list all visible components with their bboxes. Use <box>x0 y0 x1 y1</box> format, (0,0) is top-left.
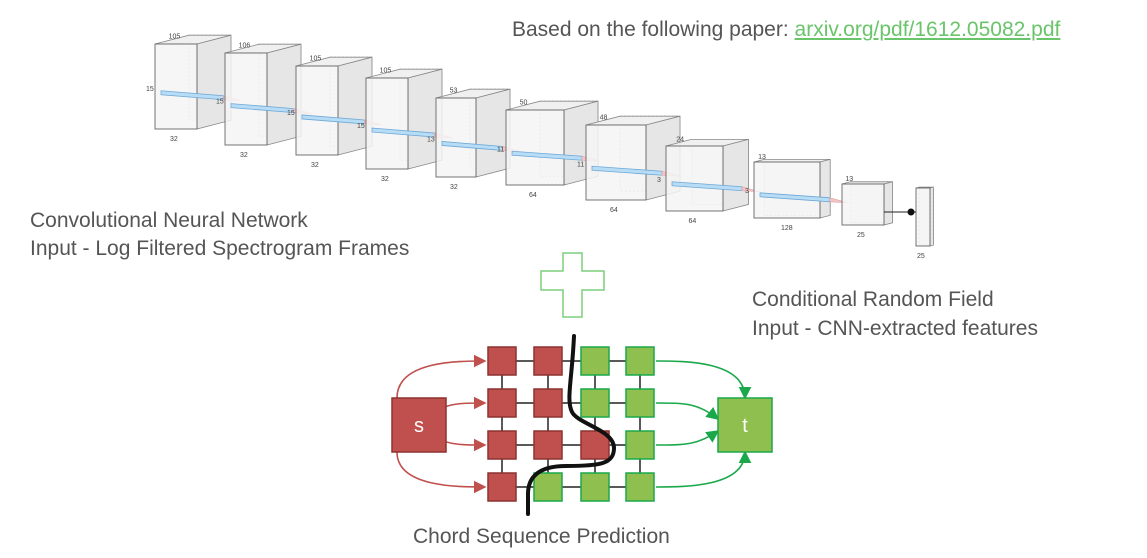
layer-width-label: 64 <box>689 218 697 225</box>
cnn-layer: 13 25 <box>841 176 893 239</box>
layer-height-label: 11 <box>497 146 504 153</box>
layer-depth-label: 13 <box>845 176 853 183</box>
crf-node <box>533 472 563 502</box>
layer-width-label: 25 <box>917 253 925 260</box>
layer-depth-label: 53 <box>450 87 458 94</box>
crf-node <box>625 388 655 418</box>
layer-width-label: 32 <box>381 176 389 183</box>
cnn-layer: 105 15 32 <box>357 67 453 183</box>
layer-width-label: 32 <box>450 184 458 191</box>
layer-height-label: 15 <box>216 99 224 106</box>
layer-depth-label: 13 <box>758 154 766 161</box>
source-prefix: Based on the following paper: <box>512 18 795 41</box>
layer-width-label: 64 <box>529 192 537 199</box>
sink-node <box>717 397 773 453</box>
cnn-layer: 105 15 32 <box>146 33 242 143</box>
layer-height-label: 3 <box>657 177 661 184</box>
cnn-layer: 105 15 32 <box>287 55 383 169</box>
layer-width-label: 32 <box>311 162 319 169</box>
layer-depth-label: 105 <box>310 55 322 62</box>
layer-width-label: 64 <box>610 207 618 214</box>
caption: Chord Sequence Prediction <box>413 525 670 548</box>
layer-width-label: 25 <box>857 232 865 239</box>
paper-link[interactable]: arxiv.org/pdf/1612.05082.pdf <box>794 18 1061 41</box>
cnn-layer: 50 11 64 <box>497 99 601 199</box>
layer-height-label: 15 <box>146 86 154 93</box>
source-node-label: s <box>414 415 424 437</box>
cnn-subtitle: Input - Log Filtered Spectrogram Frames <box>30 237 410 260</box>
cnn-layer: 106 15 32 <box>216 42 312 159</box>
layer-depth-label: 48 <box>600 114 608 121</box>
crf-subtitle: Input - CNN-extracted features <box>752 317 1038 340</box>
layer-depth-label: 106 <box>239 42 251 49</box>
cnn-layer: 25 <box>915 186 934 260</box>
layer-width-label: 32 <box>170 136 178 143</box>
crf-node <box>487 388 517 418</box>
cnn-layer: 24 3 64 <box>657 136 761 225</box>
layer-width-label: 32 <box>240 152 248 159</box>
crf-node <box>580 346 610 376</box>
layer-height-label: 11 <box>577 161 584 168</box>
crf-node <box>533 346 563 376</box>
cnn-layer: 13 3 128 <box>745 154 849 232</box>
layer-depth-label: 105 <box>169 33 181 40</box>
crf-node <box>580 388 610 418</box>
min-cut-line <box>526 334 617 516</box>
crf-title: Conditional Random Field <box>752 288 994 311</box>
source-node <box>391 397 447 453</box>
crf-node <box>533 388 563 418</box>
crf-node <box>533 430 563 460</box>
output-dot <box>907 208 915 216</box>
layer-depth-label: 50 <box>520 99 528 106</box>
layer-height-label: 13 <box>427 136 435 143</box>
layer-height-label: 15 <box>357 123 365 130</box>
layer-height-label: 15 <box>287 110 295 117</box>
crf-node <box>625 346 655 376</box>
layer-width-label: 128 <box>781 225 793 232</box>
source-note: Based on the following paper: arxiv.org/… <box>512 16 1060 44</box>
cnn-layer-stack: 1051532106153210515321051532531332501164… <box>146 33 934 260</box>
sink-node-label: t <box>742 415 748 437</box>
cnn-title: Convolutional Neural Network <box>30 209 308 232</box>
layer-depth-label: 24 <box>676 136 684 143</box>
cnn-layer: 53 13 32 <box>427 87 521 191</box>
crf-node <box>487 346 517 376</box>
cnn-layer: 48 11 64 <box>577 114 681 214</box>
crf-node <box>487 472 517 502</box>
crf-node <box>487 430 517 460</box>
crf-node <box>580 472 610 502</box>
layer-depth-label: 105 <box>380 67 392 74</box>
layer-height-label: 3 <box>745 188 749 195</box>
crf-node <box>625 430 655 460</box>
crf-node <box>625 472 655 502</box>
crf-node <box>580 430 610 460</box>
plus-icon <box>540 252 605 318</box>
